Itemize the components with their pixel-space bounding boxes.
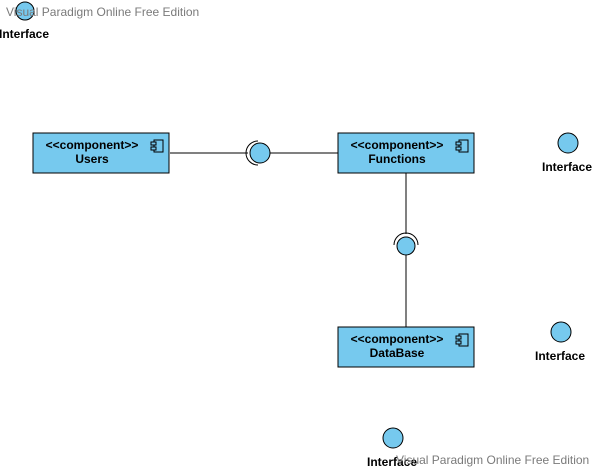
watermark-bottom: Visual Paradigm Online Free Edition — [396, 453, 589, 467]
component-icon — [150, 139, 164, 153]
component-database[interactable]: <<component>> DataBase — [337, 326, 475, 368]
interface-bottom[interactable]: Interface — [367, 427, 417, 469]
provided-interface-ball[interactable] — [396, 236, 416, 256]
component-stereotype: <<component>> — [46, 138, 139, 152]
component-box[interactable] — [337, 132, 475, 174]
component-icon — [455, 333, 469, 347]
component-box[interactable] — [32, 132, 170, 174]
interface-label: Interface — [367, 455, 417, 469]
required-interface-socket[interactable] — [245, 140, 259, 166]
provided-interface-ball[interactable] — [249, 142, 271, 164]
component-name: Users — [75, 152, 109, 166]
component-stereotype: <<component>> — [351, 138, 444, 152]
component-box[interactable] — [337, 326, 475, 368]
component-name: Functions — [368, 152, 426, 166]
interface-top-left[interactable]: Interface — [0, 1, 49, 41]
component-icon — [455, 139, 469, 153]
component-name: DataBase — [370, 346, 425, 360]
watermark-top: Visual Paradigm Online Free Edition — [6, 5, 199, 19]
component-functions[interactable]: <<component>> Functions — [337, 132, 475, 174]
component-users[interactable]: <<component>> Users — [32, 132, 170, 174]
interface-label: Interface — [0, 27, 49, 41]
interface-circle[interactable] — [557, 132, 579, 154]
interface-label: Interface — [542, 160, 592, 174]
interface-right-upper[interactable]: Interface — [542, 132, 592, 174]
interface-right-lower[interactable]: Interface — [535, 321, 585, 363]
interface-label: Interface — [535, 349, 585, 363]
interface-circle[interactable] — [550, 321, 572, 343]
interface-circle[interactable] — [15, 1, 35, 21]
component-stereotype: <<component>> — [351, 332, 444, 346]
required-interface-socket[interactable] — [393, 232, 419, 246]
interface-circle[interactable] — [382, 427, 404, 449]
